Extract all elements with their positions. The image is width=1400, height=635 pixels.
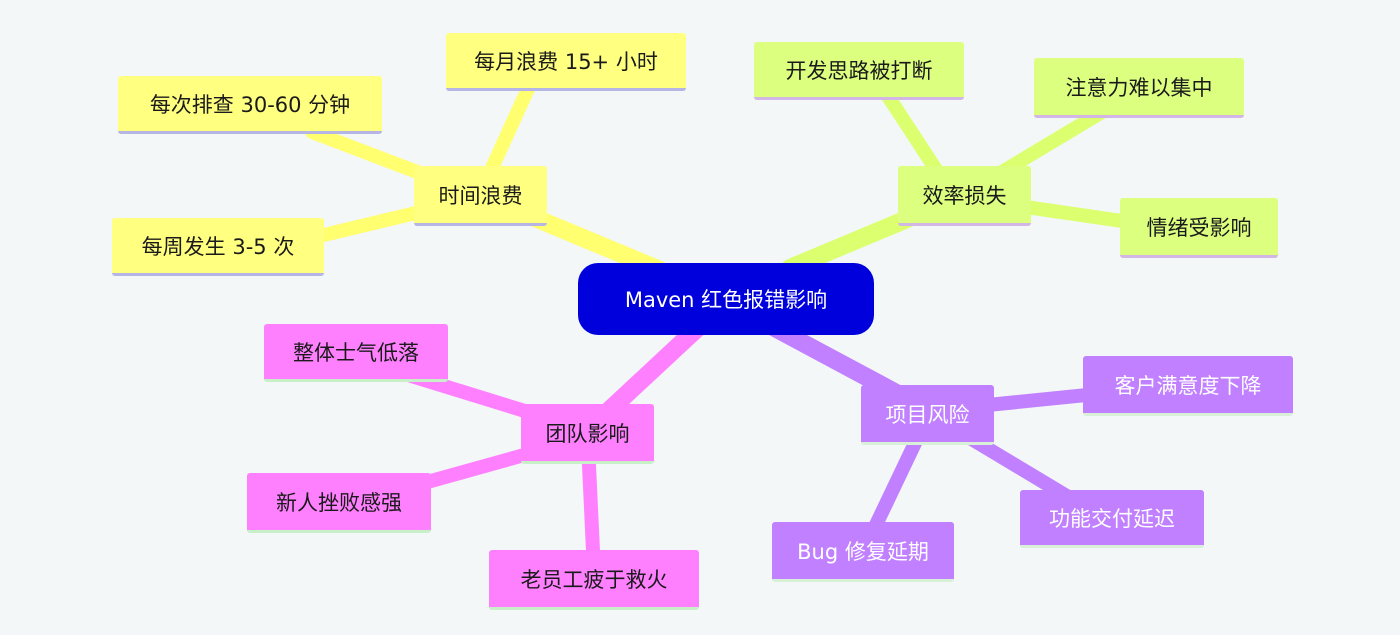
leaf-label: Bug 修复延期 [797, 539, 929, 564]
leaf-label: 每次排查 30-60 分钟 [149, 92, 351, 117]
branch-node-time[interactable]: 时间浪费 [414, 166, 547, 226]
leaf-node[interactable]: 整体士气低落 [264, 324, 448, 382]
leaf-label: 注意力难以集中 [1065, 75, 1213, 100]
leaf-label: 老员工疲于救火 [520, 567, 668, 592]
leaf-node[interactable]: 老员工疲于救火 [489, 550, 699, 610]
leaf-node[interactable]: 新人挫败感强 [247, 473, 431, 533]
branch-node-team[interactable]: 团队影响 [521, 404, 654, 464]
root-label: Maven 红色报错影响 [624, 288, 828, 312]
leaf-label: 每月浪费 15+ 小时 [474, 49, 658, 74]
leaf-label: 功能交付延迟 [1049, 506, 1175, 531]
leaf-label: 整体士气低落 [293, 340, 419, 365]
leaf-node[interactable]: 情绪受影响 [1120, 198, 1278, 258]
leaf-node[interactable]: 每月浪费 15+ 小时 [446, 33, 686, 91]
root-node[interactable]: Maven 红色报错影响 [578, 263, 874, 335]
leaf-node[interactable]: 每周发生 3-5 次 [112, 218, 324, 276]
leaf-node[interactable]: Bug 修复延期 [772, 522, 954, 582]
branch-label: 团队影响 [545, 421, 630, 446]
leaf-label: 客户满意度下降 [1114, 373, 1262, 398]
branch-label: 效率损失 [922, 183, 1007, 208]
branch-node-project[interactable]: 项目风险 [861, 385, 994, 445]
leaf-node[interactable]: 每次排查 30-60 分钟 [118, 76, 382, 134]
leaf-node[interactable]: 客户满意度下降 [1083, 356, 1293, 416]
leaf-label: 新人挫败感强 [276, 490, 402, 515]
leaf-label: 开发思路被打断 [785, 58, 933, 83]
leaf-label: 每周发生 3-5 次 [141, 234, 295, 259]
branch-label: 项目风险 [885, 402, 970, 427]
leaf-label: 情绪受影响 [1146, 215, 1252, 240]
leaf-node[interactable]: 功能交付延迟 [1020, 490, 1204, 548]
leaf-node[interactable]: 开发思路被打断 [754, 42, 964, 100]
branch-label: 时间浪费 [438, 183, 523, 208]
leaf-node[interactable]: 注意力难以集中 [1034, 58, 1244, 118]
branch-node-efficiency[interactable]: 效率损失 [898, 166, 1031, 226]
